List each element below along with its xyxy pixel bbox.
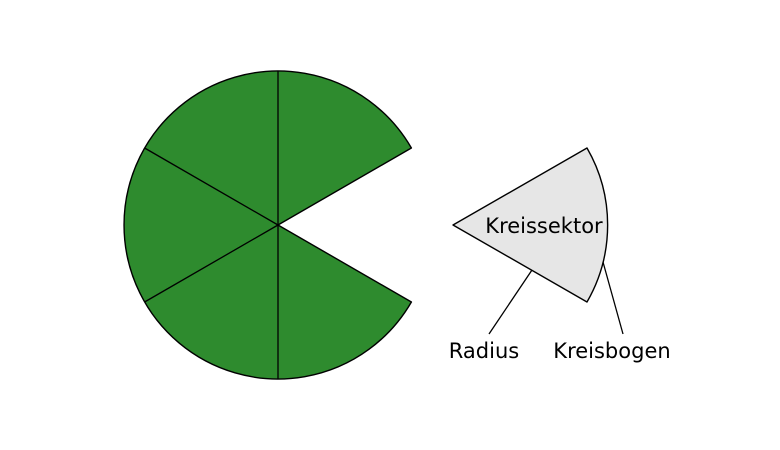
sector-label: Kreissektor: [485, 214, 603, 238]
radius-label: Radius: [449, 339, 519, 363]
arc-label: Kreisbogen: [553, 339, 670, 363]
circle-with-missing-sector: [123, 70, 413, 380]
detached-sector: [452, 147, 609, 303]
sector-divider: [144, 224, 279, 303]
radius-leader-line: [488, 269, 533, 335]
circle-remaining-sectors: [123, 70, 413, 380]
arc-leader-line: [602, 261, 624, 335]
sector-divider: [144, 147, 279, 226]
